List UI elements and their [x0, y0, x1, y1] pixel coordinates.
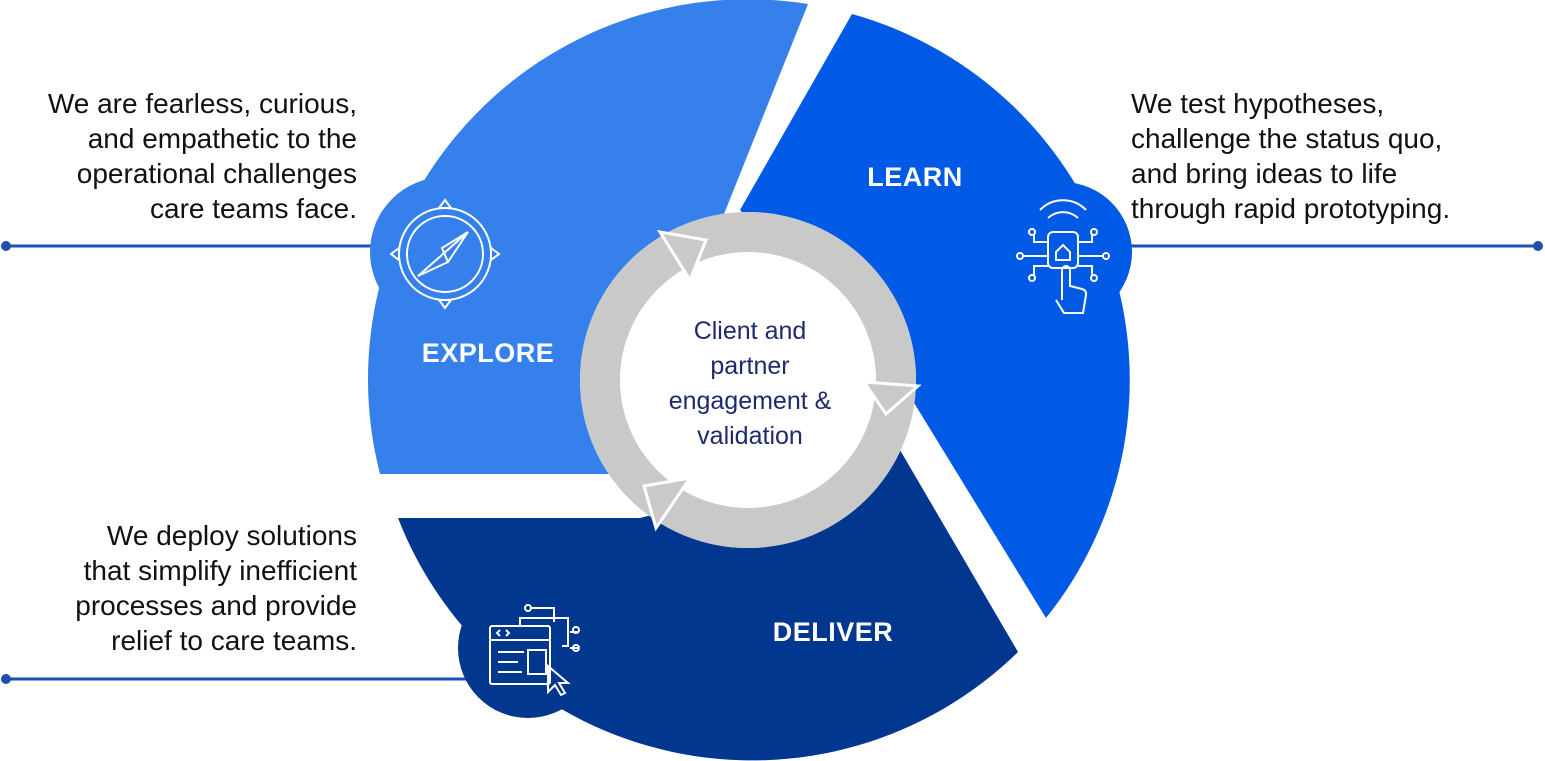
cycle-arrow-bottom	[642, 475, 694, 532]
explore-description: We are fearless, curious, and empathetic…	[48, 86, 357, 226]
badge-explore	[370, 177, 520, 327]
connector-explore	[1, 241, 390, 251]
learn-description-line: and bring ideas to life	[1131, 158, 1398, 189]
code-window-cursor-icon	[489, 604, 580, 697]
badge-learn	[992, 182, 1132, 322]
segment-learn	[740, 14, 1130, 618]
center-line-2: partner	[710, 352, 789, 380]
deliver-description-line: relief to care teams.	[111, 625, 357, 656]
explore-description-line: operational challenges	[76, 158, 357, 189]
explore-description-line: care teams face.	[150, 193, 357, 224]
learn-description-line: We test hypotheses,	[1131, 88, 1385, 119]
label-learn: LEARN	[867, 162, 963, 192]
deliver-description-line: that simplify inefficient	[83, 555, 357, 586]
center-line-3: engagement &	[669, 387, 832, 415]
touch-circuit-icon	[1016, 199, 1110, 314]
cycle-arrow-right	[860, 380, 922, 417]
center-cycle-ring	[580, 212, 922, 548]
learn-description-line: challenge the status quo,	[1131, 123, 1443, 154]
learn-description: We test hypotheses, challenge the status…	[1131, 86, 1450, 226]
segment-explore	[367, 0, 808, 474]
explore-description-line: and empathetic to the	[87, 123, 357, 154]
deliver-description: We deploy solutions that simplify ineffi…	[75, 518, 357, 658]
compass-icon	[389, 198, 501, 310]
center-line-4: validation	[697, 422, 803, 450]
explore-description-line: We are fearless, curious,	[47, 88, 357, 119]
center-line-1: Client and	[694, 317, 807, 345]
connector-learn	[1120, 241, 1543, 251]
cycle-arrow-top	[656, 229, 709, 284]
deliver-description-line: We deploy solutions	[106, 520, 357, 551]
label-explore: EXPLORE	[422, 338, 555, 368]
label-deliver: DELIVER	[773, 617, 894, 647]
badge-deliver	[458, 578, 598, 718]
deliver-description-line: processes and provide	[75, 590, 357, 621]
connector-deliver	[1, 674, 480, 684]
learn-description-line: through rapid prototyping.	[1131, 193, 1451, 224]
